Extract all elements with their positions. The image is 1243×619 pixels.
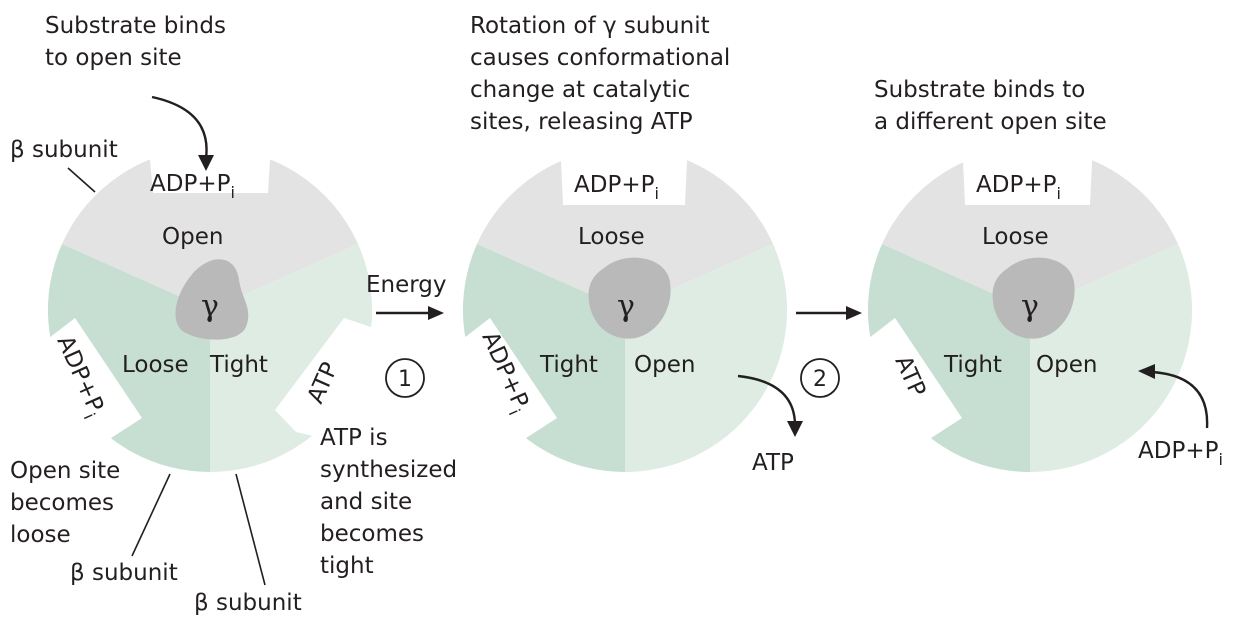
panel-3-top-notch-label: ADP+Pi	[976, 172, 1061, 203]
step-2-number: 2	[813, 367, 827, 392]
open-site-loose-line-2: becomes	[10, 490, 114, 516]
panel-1-top-notch	[90, 140, 330, 193]
rotation-line-3: change at catalytic	[470, 77, 690, 103]
panel-1-top-site-label: Open	[162, 224, 223, 250]
open-site-loose-line-1: Open site	[10, 458, 120, 484]
atp-release-arrowhead	[787, 421, 803, 437]
panel-3-left-notch	[860, 318, 962, 440]
step-1-circle	[385, 358, 425, 398]
rotation-line-4: sites, releasing ATP	[470, 109, 693, 135]
panel-2-top-site-label: Loose	[578, 224, 645, 250]
panel-2: γ Loose Tight Open ADP+Pi ADP+Pi	[455, 140, 788, 472]
panel-2-left-notch	[455, 318, 557, 440]
panel-3: γ Loose Tight Open ADP+Pi ATP	[860, 140, 1193, 472]
panel-2-gamma-subunit	[588, 257, 671, 339]
rotation-line-1: Rotation of γ subunit	[470, 13, 710, 39]
panel-2-right-site-label: Open	[634, 352, 695, 378]
substrate-incoming-arrow	[1151, 370, 1209, 429]
atp-released-label: ATP	[752, 450, 794, 476]
step-1-number: 1	[398, 367, 412, 392]
atp-synthesized-line-2: synthesized	[320, 457, 457, 483]
beta-subunit-bottom-right-leader	[235, 473, 266, 586]
panel-2-top-sector	[477, 147, 773, 310]
substrate-different-line-1: Substrate binds to	[874, 77, 1085, 103]
panel-1-left-site-label: Loose	[122, 352, 189, 378]
panel-3-gamma-subunit	[992, 257, 1075, 339]
panel-2-top-notch-label: ADP+Pi	[574, 172, 659, 203]
panel-2-left-site-label: Tight	[539, 352, 598, 378]
beta-subunit-bottom-right-label: β subunit	[194, 590, 302, 616]
beta-subunit-bottom-left-label: β subunit	[70, 560, 178, 586]
beta-subunit-top-leader	[67, 167, 96, 193]
atp-synthesized-line-4: becomes	[320, 521, 424, 547]
substrate-incoming-arrowhead	[1138, 364, 1155, 379]
substrate-arrow	[151, 95, 208, 159]
substrate-incoming-label: ADP+Pi	[1138, 438, 1223, 469]
substrate-binds-open-line-1: Substrate binds	[45, 13, 226, 39]
panel-3-left-site-label: Tight	[943, 352, 1002, 378]
substrate-different-line-2: a different open site	[874, 109, 1107, 135]
substrate-arrowhead	[198, 155, 214, 171]
panel-1-gamma-label: γ	[201, 289, 219, 324]
panel-3-gamma-label: γ	[1021, 289, 1039, 324]
substrate-binds-open-line-2: to open site	[45, 45, 182, 71]
atp-synthesized-line-3: and site	[320, 489, 412, 515]
panel-1-gamma-subunit	[175, 259, 249, 340]
panel-3-top-notch	[962, 140, 1093, 205]
panel-1: γ Open Loose Tight ADP+Pi ADP+Pi ATP	[40, 140, 380, 472]
panel-3-right-site-label: Open	[1036, 352, 1097, 378]
panel-2-top-notch	[560, 140, 688, 205]
atp-synthesized-line-1: ATP is	[320, 425, 388, 451]
panel-2-gamma-label: γ	[617, 289, 635, 324]
panel-1-right-notch	[275, 318, 380, 440]
panel-1-right-site-label: Tight	[209, 352, 268, 378]
panel-3-top-site-label: Loose	[982, 224, 1049, 250]
step-2-circle	[800, 358, 840, 398]
energy-arrowhead	[428, 306, 444, 320]
beta-subunit-bottom-left-leader	[131, 473, 171, 557]
beta-subunit-top-label: β subunit	[10, 137, 118, 163]
step-2-arrowhead	[846, 306, 862, 320]
panel-1-top-notch-label: ADP+Pi	[150, 171, 235, 202]
rotation-line-2: causes conformational	[470, 45, 730, 71]
atp-release-arrow	[737, 374, 797, 425]
panel-1-left-notch	[40, 318, 142, 440]
panel-3-top-sector	[882, 147, 1178, 310]
open-site-loose-line-3: loose	[10, 522, 71, 548]
panel-1-top-sector	[62, 147, 358, 310]
atp-synthesized-line-5: tight	[320, 553, 374, 579]
energy-label: Energy	[366, 272, 447, 298]
